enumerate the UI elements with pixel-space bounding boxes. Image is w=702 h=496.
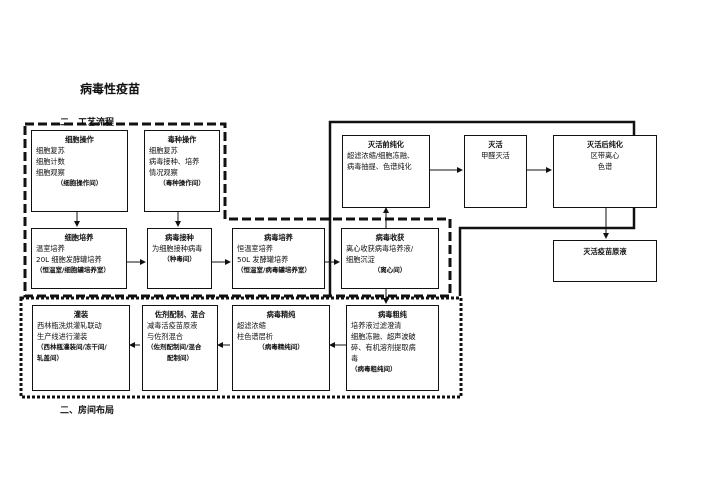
box-line: 细胞计数: [36, 157, 65, 166]
box-line: 超滤浓缩/细胞冻融、: [347, 151, 415, 160]
box-post-inactivation-purification: 灭活后纯化 区带离心 色谱: [553, 135, 657, 208]
box-line: 甲醛灭活: [481, 151, 510, 160]
box-line: 情况观察: [149, 168, 178, 177]
box-filling: 灌装 西林瓶洗烘灌轧联动 生产线进行灌装 （西林瓶灌装间/冻干间/ 轧盖间）: [32, 305, 130, 391]
box-line: 细胞复苏: [36, 146, 65, 155]
box-title: 佐剂配制、混合: [154, 310, 206, 319]
box-room: （细胞操作间）: [56, 179, 103, 187]
box-line: 细胞冻融、超声波破: [351, 332, 416, 341]
box-title: 毒种操作: [167, 135, 197, 144]
box-seed-operation: 毒种操作 细胞复苏 病毒接种、培养 情况观察 （毒种操作间）: [144, 130, 220, 212]
box-line: 病毒抽提、色谱纯化: [347, 162, 412, 171]
box-line: 离心收获病毒培养液/: [346, 244, 414, 253]
box-line: 碎、有机溶剂提取病: [351, 343, 416, 352]
box-title: 病毒粗纯: [378, 310, 407, 319]
box-line: 超滤浓缩: [237, 321, 266, 330]
box-line: 细胞沉淀: [346, 255, 375, 264]
box-title: 病毒培养: [264, 233, 293, 242]
box-line: 50L 发酵罐培养: [237, 255, 289, 264]
box-line: 毒: [351, 354, 359, 363]
box-line: 恒温室培养: [237, 244, 273, 253]
box-title: 灭活前纯化: [368, 140, 404, 149]
section-heading-process: 二、工艺流程: [60, 118, 115, 128]
box-room: （离心间）: [373, 266, 407, 274]
box-room: （恒温室/细胞罐培养室）: [36, 266, 110, 274]
box-pre-inactivation-purification: 灭活前纯化 超滤浓缩/细胞冻融、 病毒抽提、色谱纯化: [342, 135, 430, 208]
box-virus-harvest: 病毒收获 离心收获病毒培养液/ 细胞沉淀 （离心间）: [341, 228, 439, 289]
box-title: 病毒接种: [165, 233, 194, 242]
box-virus-fine-purification: 病毒精纯 超滤浓缩 柱色谱层析 （病毒精纯间）: [232, 305, 330, 391]
box-cell-culture: 细胞培养 温室培养 20L 细胞发酵罐培养 （恒温室/细胞罐培养室）: [31, 228, 127, 289]
box-room: （病毒粗纯间）: [351, 365, 397, 373]
group-outline-downstream: [19, 296, 463, 399]
box-title: 细胞操作: [65, 135, 94, 144]
box-line: 为细胞接种病毒: [152, 244, 203, 253]
box-inactivation: 灭活 甲醛灭活: [464, 135, 527, 208]
box-line: 区带离心: [590, 151, 620, 160]
box-line: 柱色谱层析: [237, 332, 273, 341]
box-line: 生产线进行灌装: [37, 332, 88, 341]
box-title: 灭活: [488, 140, 503, 149]
box-virus-inoculation: 病毒接种 为细胞接种病毒 （种毒间）: [147, 228, 212, 289]
box-line: 温室培养: [36, 244, 65, 253]
box-line: 20L 细胞发酵罐培养: [36, 255, 102, 264]
box-inactivated-vaccine-bulk: 灭活疫苗原液: [553, 240, 657, 282]
box-room: （佐剂配制间/混合: [147, 343, 202, 351]
box-line: 细胞观察: [36, 168, 65, 177]
box-virus-crude-purification: 病毒粗纯 培养液过滤澄清 细胞冻融、超声波破 碎、有机溶剂提取病 毒 （病毒粗纯…: [346, 305, 439, 391]
box-line: 病毒接种、培养: [149, 157, 200, 166]
box-cell-operation: 细胞操作 细胞复苏 细胞计数 细胞观察 （细胞操作间）: [31, 130, 128, 212]
box-room: （恒温室/病毒罐培养室）: [237, 266, 311, 274]
box-line: 色谱: [597, 162, 613, 171]
box-room: 轧盖间）: [37, 354, 63, 362]
box-title: 病毒精纯: [266, 310, 296, 319]
box-room: 配制间）: [167, 354, 193, 362]
group-outline-upstream: [23, 122, 452, 298]
section-heading-rooms: 二、房间布局: [60, 406, 115, 416]
box-title: 灭活后纯化: [587, 140, 623, 149]
box-adjuvant-formulation: 佐剂配制、混合 减毒活疫苗原液 与佐剂混合 （佐剂配制间/混合 配制间）: [142, 305, 218, 391]
box-room: （种毒间）: [163, 255, 196, 263]
box-line: 西林瓶洗烘灌轧联动: [37, 321, 102, 330]
box-line: 与佐剂混合: [147, 332, 183, 341]
box-virus-culture: 病毒培养 恒温室培养 50L 发酵罐培养 （恒温室/病毒罐培养室）: [232, 228, 325, 289]
box-title: 病毒收获: [375, 233, 405, 242]
box-room: （毒种操作间）: [159, 179, 205, 187]
box-line: 减毒活疫苗原液: [147, 321, 198, 330]
box-title: 灭活疫苗原液: [583, 247, 627, 256]
box-line: 细胞复苏: [149, 146, 178, 155]
box-title: 细胞培养: [64, 233, 94, 242]
box-title: 灌装: [73, 310, 89, 319]
box-room: （病毒精纯间）: [258, 343, 304, 351]
box-line: 培养液过滤澄清: [351, 321, 402, 330]
box-room: （西林瓶灌装间/冻干间/: [37, 343, 107, 351]
page-title: 病毒性疫苗: [80, 82, 141, 96]
